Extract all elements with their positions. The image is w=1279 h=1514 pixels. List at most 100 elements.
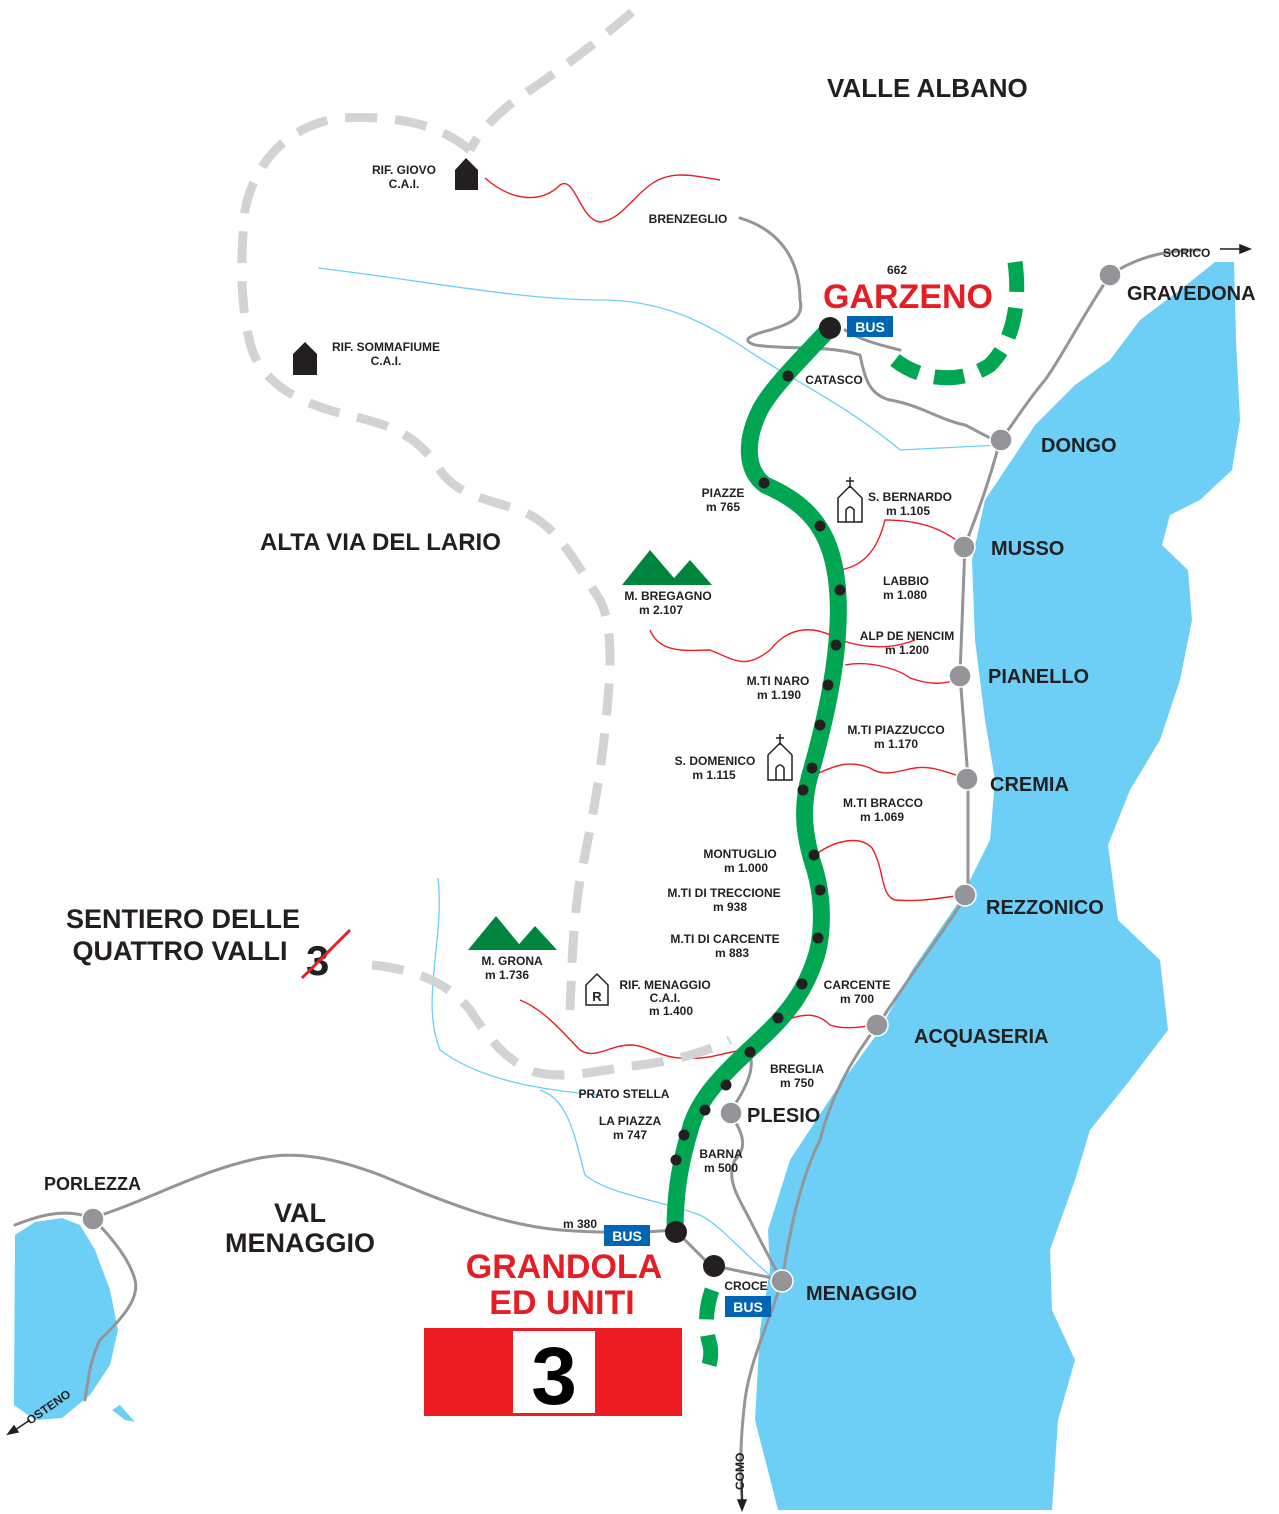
place-breglia-name: BREGLIA: [770, 1062, 824, 1076]
trail-3-route: [666, 319, 847, 1241]
region-sentiero-line1: SENTIERO DELLE: [66, 904, 300, 934]
place-brenzeglio: BRENZEGLIO: [649, 212, 728, 226]
croce-marker: [703, 1255, 725, 1277]
town-gravedona: GRAVEDONA: [1127, 283, 1256, 305]
church-domenico-icon: [767, 734, 793, 781]
local-paths: [484, 174, 969, 1059]
place-montuglio-name: MONTUGLIO: [703, 847, 776, 861]
waypoint: [797, 784, 809, 796]
lake-lugano-inlet: [112, 1405, 135, 1422]
hut-menaggio-symbol: R: [592, 989, 602, 1004]
town-marker-musso: [952, 535, 976, 559]
place-carcente-name: CARCENTE: [824, 978, 891, 992]
place-catasco: CATASCO: [805, 373, 863, 387]
waypoint: [670, 1154, 682, 1166]
hut-menaggio-icon: R: [585, 972, 609, 1006]
hut-menaggio-label2: C.A.I.: [650, 991, 681, 1005]
arrow-osteno-head: [6, 1424, 20, 1436]
mountain-grona-name: M. GRONA: [481, 954, 543, 968]
place-treccione-elev: m 938: [713, 900, 747, 914]
town-rezzonico: REZZONICO: [986, 897, 1104, 919]
road-plesio: [728, 1110, 784, 1282]
waypoint: [830, 639, 842, 651]
path-rezzonico: [814, 839, 964, 902]
region-sentiero-line2: QUATTRO VALLI: [73, 936, 288, 966]
place-piazze-elev: m 765: [706, 500, 740, 514]
town-pianello: PIANELLO: [988, 666, 1089, 688]
stream-grandola-1: [431, 877, 601, 1096]
hut-giovo-label1: RIF. GIOVO: [372, 163, 436, 177]
arrow-sorico-head: [1239, 243, 1253, 255]
town-porlezza: PORLEZZA: [44, 1174, 141, 1194]
region-val-menaggio-line1: VAL: [274, 1198, 326, 1228]
church-bernardo-name: S. BERNARDO: [868, 490, 952, 504]
mountain-bregagno-elev: m 2.107: [639, 603, 683, 617]
road-porlezza-west: [13, 1211, 138, 1402]
waypoint: [812, 932, 824, 944]
place-piazzucco-name: M.TI PIAZZUCCO: [847, 723, 944, 737]
place-barna-elev: m 500: [704, 1161, 738, 1175]
town-marker-pianello: [948, 664, 972, 688]
region-alta-via: ALTA VIA DEL LARIO: [260, 529, 501, 556]
direction-arrows: [6, 243, 1253, 1513]
path-pianello: [844, 663, 961, 684]
garzeno-start-marker: [819, 317, 841, 339]
waypoint: [782, 370, 794, 382]
place-labbio-name: LABBIO: [883, 574, 929, 588]
place-prato-stella: PRATO STELLA: [579, 1087, 670, 1101]
hut-menaggio-label1: RIF. MENAGGIO: [619, 978, 710, 992]
alta-via-south: [371, 960, 733, 1080]
alta-via-route: [237, 8, 733, 1080]
town-acquaseria: ACQUASERIA: [914, 1026, 1048, 1048]
end-town-line1: GRANDOLA: [466, 1248, 662, 1286]
place-treccione-name: M.TI DI TRECCIONE: [667, 886, 780, 900]
bus-badge-garzeno: BUS: [847, 316, 893, 337]
route-number-box: [513, 1331, 595, 1413]
end-elevation: m 380: [563, 1217, 597, 1231]
trail-waypoints: [670, 370, 846, 1166]
road-porlezza: [90, 1153, 784, 1282]
place-bracco-name: M.TI BRACCO: [843, 796, 923, 810]
bus-badge-croce: BUS: [725, 1296, 771, 1317]
path-bregagno: [649, 629, 916, 663]
waypoint: [744, 1046, 756, 1058]
path-musso: [839, 519, 963, 571]
hut-sommafiume-icon: [293, 342, 317, 375]
waypoint: [806, 762, 818, 774]
town-marker-menaggio: [770, 1269, 794, 1293]
alta-via-loop: [237, 113, 615, 1011]
mountain-grona-elev: m 1.736: [485, 968, 529, 982]
waypoint: [834, 584, 846, 596]
mountain-bregagno-name: M. BREGAGNO: [624, 589, 711, 603]
waypoint: [699, 1104, 711, 1116]
bus-badge-grandola: BUS: [604, 1225, 650, 1246]
svg-text:BUS: BUS: [855, 319, 885, 335]
place-labbio-elev: m 1.080: [883, 588, 927, 602]
trail-continuation-garzeno: [890, 261, 1025, 386]
mountain-grona-icon: [468, 916, 557, 950]
arrow-como-head: [736, 1499, 748, 1513]
town-marker-gravedona: [1098, 263, 1122, 287]
region-valle-albano: VALLE ALBANO: [827, 73, 1028, 103]
path-menaggio-hut: [519, 999, 749, 1059]
town-marker-porlezza: [81, 1207, 105, 1231]
place-nencim-name: ALP DE NENCIM: [860, 629, 954, 643]
town-plesio: PLESIO: [747, 1105, 820, 1127]
town-marker-cremia: [955, 767, 979, 791]
place-breglia-elev: m 750: [780, 1076, 814, 1090]
town-marker-rezzonico: [953, 883, 977, 907]
place-nencim-elev: m 1.200: [885, 643, 929, 657]
hut-giovo-label2: C.A.I.: [389, 177, 420, 191]
road-direction-sorico: SORICO: [1163, 246, 1210, 260]
town-marker-plesio: [719, 1101, 743, 1125]
place-bracco-elev: m 1.069: [860, 810, 904, 824]
route-number: 3: [531, 1331, 577, 1422]
hut-giovo-icon: [455, 158, 478, 190]
waypoint: [720, 1079, 732, 1091]
road-direction-como: COMO: [733, 1453, 747, 1490]
waypoint: [678, 1129, 690, 1141]
church-domenico-name: S. DOMENICO: [675, 754, 756, 768]
stream-albano: [317, 267, 1001, 451]
grandola-end-marker: [665, 1221, 687, 1243]
place-la-piazza-name: LA PIAZZA: [599, 1114, 662, 1128]
